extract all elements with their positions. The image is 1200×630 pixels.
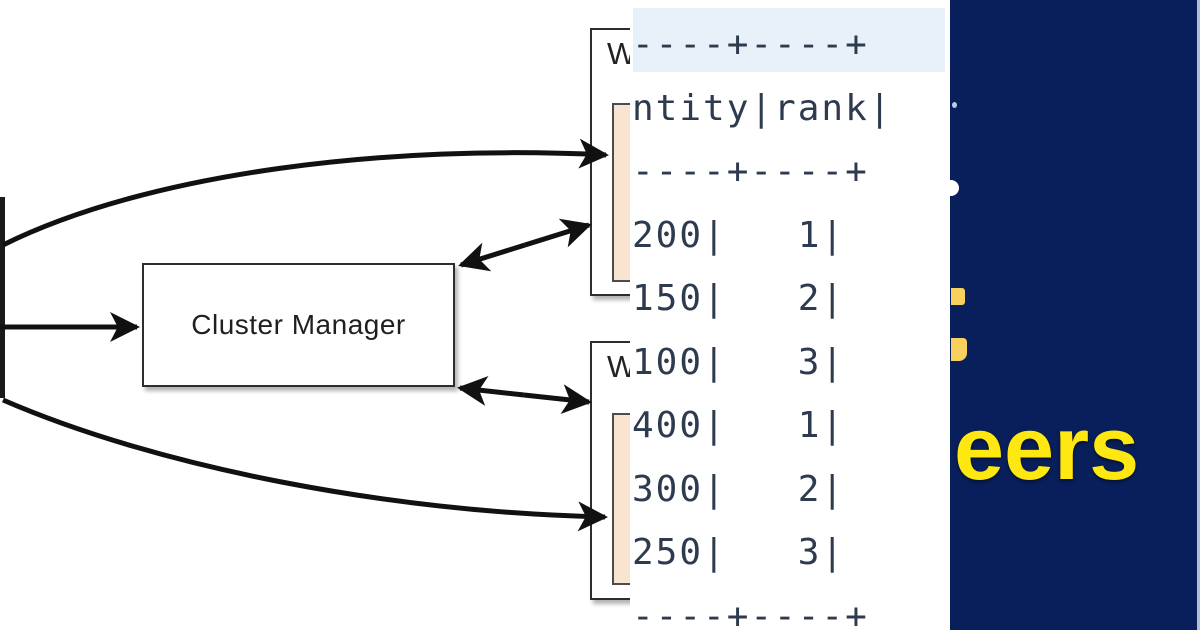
table-border-row: ----+----+: [632, 595, 869, 630]
arrow-cluster-to-worker-top-start: [458, 242, 526, 272]
table-border-row: ----+----+: [632, 24, 869, 65]
cluster-manager-box: Cluster Manager: [142, 263, 455, 387]
clipped-letter-fragment: [952, 102, 957, 108]
clipped-letter-fragment: [951, 338, 967, 361]
arrow-driver-to-worker-top: [1, 138, 609, 248]
driver-box-edge: [0, 197, 5, 398]
clipped-letter-fragment: [951, 288, 965, 305]
table-row: 150| 2|: [632, 278, 846, 319]
table-border-row: ----+----+: [632, 151, 869, 192]
console-output-overlay: ----+----+ ntity|rank| ----+----+ 200| 1| 15…: [630, 0, 950, 630]
console-table-text: ----+----+ ntity|rank| ----+----+ 200| 1| 15…: [632, 13, 892, 630]
title-side-panel: eers: [950, 0, 1200, 630]
arrow-cluster-to-worker-bottom-end: [523, 384, 592, 415]
highlighted-row: [633, 8, 945, 72]
clipped-letter-fragment: [950, 180, 959, 196]
arrow-driver-to-worker-bottom: [2, 397, 608, 532]
table-row: 250| 3|: [632, 532, 846, 573]
table-row: 200| 1|: [632, 214, 846, 256]
headline-text-fragment: eers: [954, 399, 1140, 499]
arrow-cluster-to-worker-top-end: [524, 218, 592, 248]
table-row: 300| 2|: [632, 468, 846, 510]
table-row: 100| 3|: [632, 341, 846, 383]
table-row: 400| 1|: [632, 405, 846, 446]
cluster-manager-label: Cluster Manager: [191, 309, 406, 340]
arrow-cluster-to-worker-bottom-start: [457, 376, 525, 406]
table-header-row: ntity|rank|: [632, 87, 893, 129]
